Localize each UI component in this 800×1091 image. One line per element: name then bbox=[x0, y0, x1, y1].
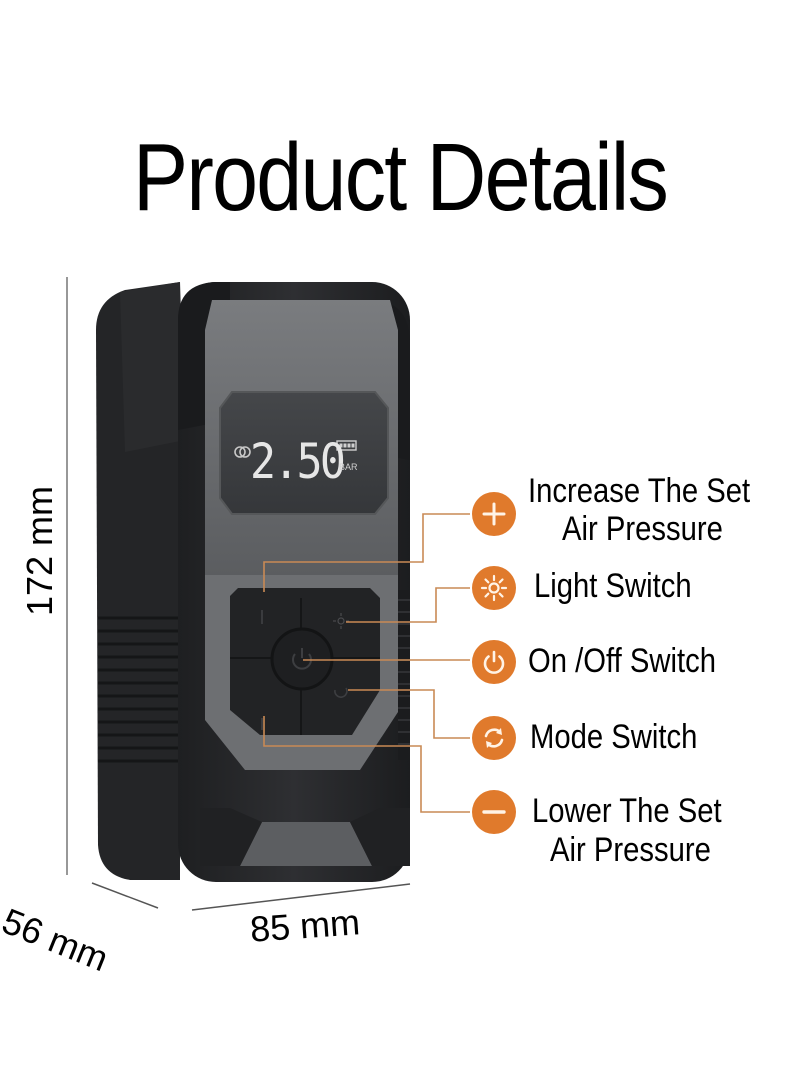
device-sun-icon bbox=[333, 613, 349, 629]
device-refresh-icon bbox=[334, 687, 348, 698]
increase-pressure-button bbox=[472, 492, 516, 536]
plus-icon bbox=[482, 502, 506, 526]
battery-icon bbox=[336, 440, 357, 451]
sun-icon bbox=[480, 574, 508, 602]
increase-label-line2: Air Pressure bbox=[562, 510, 723, 548]
lower-label-line2: Air Pressure bbox=[550, 831, 711, 869]
refresh-icon bbox=[484, 728, 504, 748]
tire-icon bbox=[234, 446, 251, 458]
power-switch-label: On /Off Switch bbox=[528, 642, 716, 680]
keypad bbox=[230, 588, 380, 735]
mode-switch-label: Mode Switch bbox=[530, 718, 698, 756]
power-icon bbox=[483, 650, 505, 674]
lower-pressure-button bbox=[472, 790, 516, 834]
minus-icon bbox=[482, 810, 506, 814]
pressure-unit: BAR bbox=[339, 462, 358, 472]
device-front bbox=[178, 282, 410, 882]
width-dimension: 85 mm bbox=[248, 901, 362, 950]
mode-switch-button bbox=[472, 716, 516, 760]
power-switch-button bbox=[472, 640, 516, 684]
lower-label-line1: Lower The Set bbox=[532, 792, 722, 830]
device-power-icon bbox=[292, 648, 312, 670]
lcd-screen bbox=[219, 391, 389, 515]
height-dimension: 172 mm bbox=[19, 485, 60, 617]
leader-lines bbox=[263, 513, 470, 813]
light-switch-label: Light Switch bbox=[534, 567, 692, 605]
increase-label-line1: Increase The Set bbox=[528, 472, 751, 510]
dimension-lines bbox=[66, 277, 411, 911]
page-title: Product Details bbox=[132, 124, 669, 231]
pressure-reading: 2.50 bbox=[250, 434, 346, 490]
light-switch-button bbox=[472, 566, 516, 610]
